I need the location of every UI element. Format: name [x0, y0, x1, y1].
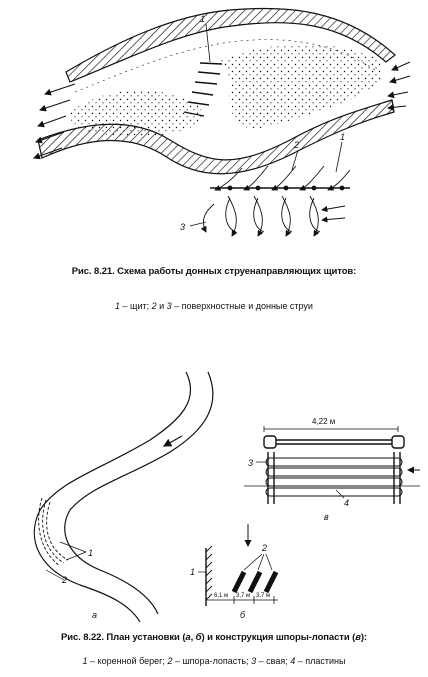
- jets-detail: [200, 165, 351, 237]
- label-surface-jets: 2: [293, 140, 299, 150]
- label-spur-a: 2: [61, 575, 67, 585]
- plates-v: [265, 457, 403, 497]
- sediment-zone-left: [69, 90, 203, 137]
- legend-text-2: – шпора-лопасть;: [172, 656, 252, 666]
- shield-marks: [183, 62, 223, 117]
- label-plates: 4: [344, 498, 349, 508]
- legend-num-1: 1: [115, 301, 121, 311]
- figure-8-22-v: [244, 426, 420, 504]
- figure-8-22-a: [33, 371, 214, 623]
- legend-num-4: 4: [290, 656, 296, 666]
- dim-1: 6,1 м: [214, 593, 228, 599]
- caption-part: б: [195, 632, 202, 643]
- label-width-dim: 4,22 м: [312, 417, 335, 426]
- label-part-v: в: [324, 512, 329, 522]
- figure-8-22-b: [198, 524, 279, 606]
- caption-part: а: [185, 632, 191, 643]
- figure-8-21-caption-legend: 1 – щит; 2 и 3 – поверхностные и донные …: [0, 301, 428, 311]
- legend-num-3: 3: [251, 656, 257, 666]
- lower-bank-hatched: [37, 99, 395, 175]
- flow-arrow: [162, 435, 183, 447]
- caption-part: в: [355, 632, 361, 643]
- label-spur-b: 2: [261, 543, 267, 553]
- caption-part: ):: [360, 632, 367, 643]
- legend-num-3: 3: [166, 301, 172, 311]
- piles-v: [267, 452, 401, 504]
- spurs-a: [38, 497, 69, 567]
- upper-bank-hatched: [65, 7, 396, 83]
- legend-text-1: – щит;: [120, 301, 152, 311]
- outflow-arrows-left: [33, 83, 76, 160]
- label-bottom-jets: 3: [180, 222, 185, 232]
- legend-text-2: и: [156, 301, 167, 311]
- label-shield-detail: 1: [340, 132, 345, 142]
- inflow-arrows-right: [387, 61, 411, 111]
- legend-text-3: – поверхностные и донные струи: [171, 301, 313, 311]
- legend-text-1: – коренной берег;: [87, 656, 168, 666]
- figure-8-22-caption-legend: 1 – коренной берег; 2 – шпора-лопасть; 3…: [0, 656, 428, 666]
- spur-plates-b: [231, 570, 279, 594]
- caption-part: ) и конструкция шпоры-лопасти (: [201, 632, 356, 643]
- sediment-zone-right: [220, 44, 383, 129]
- river-outer-bank: [33, 371, 192, 623]
- label-part-a: а: [92, 610, 97, 620]
- legend-num-2: 2: [151, 301, 157, 311]
- figure-8-21-caption-title: Рис. 8.21. Схема работы донных струенапр…: [71, 266, 357, 277]
- legend-num-2: 2: [167, 656, 173, 666]
- label-shield: 1: [200, 14, 205, 24]
- label-part-b: б: [240, 610, 246, 620]
- legend-num-1: 1: [82, 656, 88, 666]
- label-bank-b: 1: [190, 567, 195, 577]
- caption-part: ,: [190, 632, 196, 643]
- caption-part: Рис. 8.22. План установки (: [61, 632, 186, 643]
- river-inner-bank: [64, 371, 214, 615]
- dim-2: 3,7 м: [236, 593, 250, 599]
- legend-text-4: – пластины: [295, 656, 346, 666]
- figure-8-21: 1: [33, 7, 411, 237]
- figure-8-22-caption-title: Рис. 8.22. План установки (а, б) и конст…: [0, 632, 428, 643]
- label-bank-a: 1: [88, 548, 93, 558]
- label-pile: 3: [248, 458, 253, 468]
- dim-3: 3,7 м: [256, 593, 270, 599]
- legend-text-3: – свая;: [256, 656, 291, 666]
